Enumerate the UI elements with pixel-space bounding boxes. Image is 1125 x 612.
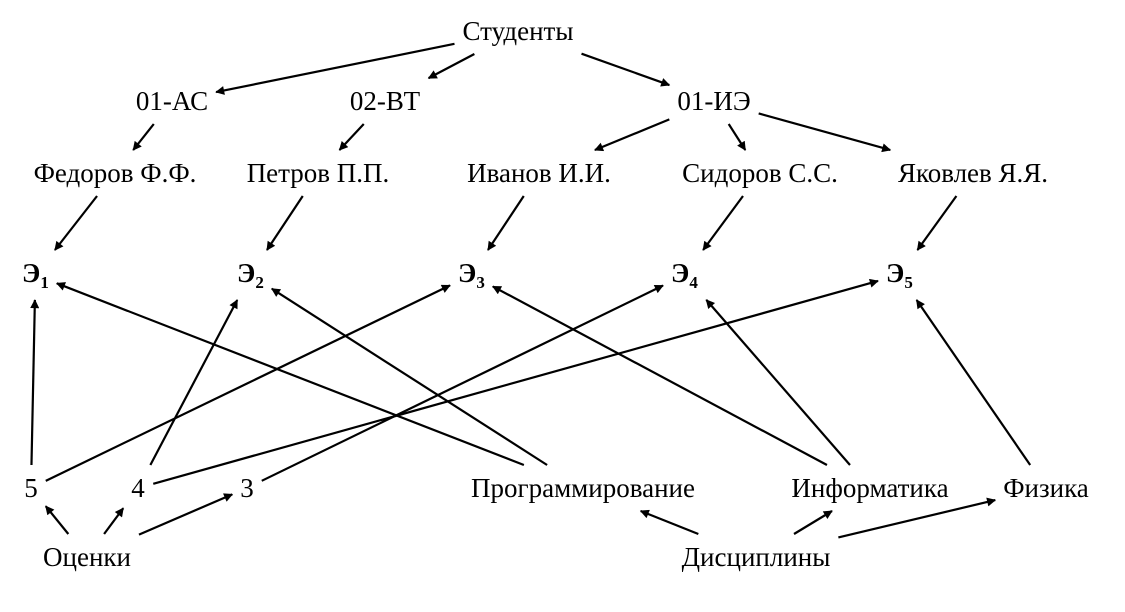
node-element-e5: Э5	[886, 258, 913, 292]
node-student-fedorov: Федоров Ф.Ф.	[34, 158, 197, 188]
node-student-sidorov: Сидоров С.С.	[682, 158, 838, 188]
edge-grades_root-to-r3	[138, 493, 234, 536]
element-index: 5	[904, 273, 913, 292]
edge-grades_root-to-r5	[44, 505, 70, 535]
edge-disciplines_root-to-d1	[639, 509, 699, 536]
edge-g3-to-s4	[727, 123, 747, 151]
edge-s1-to-e1	[54, 195, 98, 251]
edge-disciplines_root-to-d3	[838, 497, 997, 539]
edge-disciplines_root-to-d2	[793, 510, 833, 535]
node-element-e4: Э4	[671, 258, 698, 292]
edge-r4-to-e5	[152, 278, 879, 485]
node-grade-3: 3	[240, 473, 254, 503]
node-students-root: Студенты	[462, 16, 573, 46]
element-symbol: Э	[22, 258, 40, 288]
element-symbol: Э	[237, 258, 255, 288]
node-element-e2: Э2	[237, 258, 264, 292]
edge-s3-to-e3	[487, 195, 525, 251]
edge-g3-to-s5	[758, 112, 892, 153]
element-index: 2	[255, 273, 264, 292]
node-discipline-programming: Программирование	[471, 473, 695, 503]
node-discipline-physics: Физика	[1003, 473, 1089, 503]
element-index: 4	[689, 273, 698, 292]
edge-s4-to-e4	[702, 195, 744, 251]
node-group-01-as: 01-АС	[136, 86, 208, 116]
node-grade-4: 4	[131, 473, 145, 503]
edge-r4-to-e2	[149, 299, 239, 466]
edge-r5-to-e3	[45, 284, 451, 482]
edge-d2-to-e3	[492, 285, 828, 466]
element-index: 1	[40, 273, 49, 292]
nodes-layer: Студенты 01-АС 02-ВТ 01-ИЭ Федоров Ф.Ф. …	[22, 16, 1089, 572]
edge-root-to-g2	[427, 53, 475, 80]
element-symbol: Э	[458, 258, 476, 288]
node-discipline-informatics: Информатика	[791, 473, 948, 503]
node-student-yakovlev: Яковлев Я.Я.	[898, 158, 1048, 188]
node-student-ivanov: Иванов И.И.	[467, 158, 611, 188]
edge-root-to-g1	[215, 42, 455, 95]
edge-r5-to-e1	[30, 299, 40, 466]
edge-d3-to-e5	[915, 299, 1032, 466]
element-symbol: Э	[671, 258, 689, 288]
node-element-e1: Э1	[22, 258, 49, 292]
edge-g2-to-s2	[338, 123, 365, 151]
edge-s5-to-e5	[916, 195, 958, 251]
edge-g1-to-s1	[132, 123, 155, 151]
edge-d1-to-e2	[271, 287, 548, 466]
node-grade-5: 5	[24, 473, 38, 503]
edge-d2-to-e4	[705, 299, 851, 466]
edge-d1-to-e1	[55, 282, 525, 467]
element-index: 3	[476, 273, 485, 292]
element-symbol: Э	[886, 258, 904, 288]
edge-g3-to-s3	[594, 118, 670, 152]
edge-root-to-g3	[581, 52, 671, 87]
node-disciplines-root: Дисциплины	[682, 542, 831, 572]
edge-s2-to-e2	[266, 195, 304, 251]
node-element-e3: Э3	[458, 258, 485, 292]
node-group-01-ie: 01-ИЭ	[677, 86, 750, 116]
node-grades-root: Оценки	[43, 542, 131, 572]
node-student-petrov: Петров П.П.	[247, 158, 390, 188]
edge-grades_root-to-r4	[103, 507, 125, 535]
edge-r3-to-e4	[261, 284, 664, 482]
edges-layer	[30, 42, 1032, 539]
node-group-02-vt: 02-ВТ	[350, 86, 421, 116]
